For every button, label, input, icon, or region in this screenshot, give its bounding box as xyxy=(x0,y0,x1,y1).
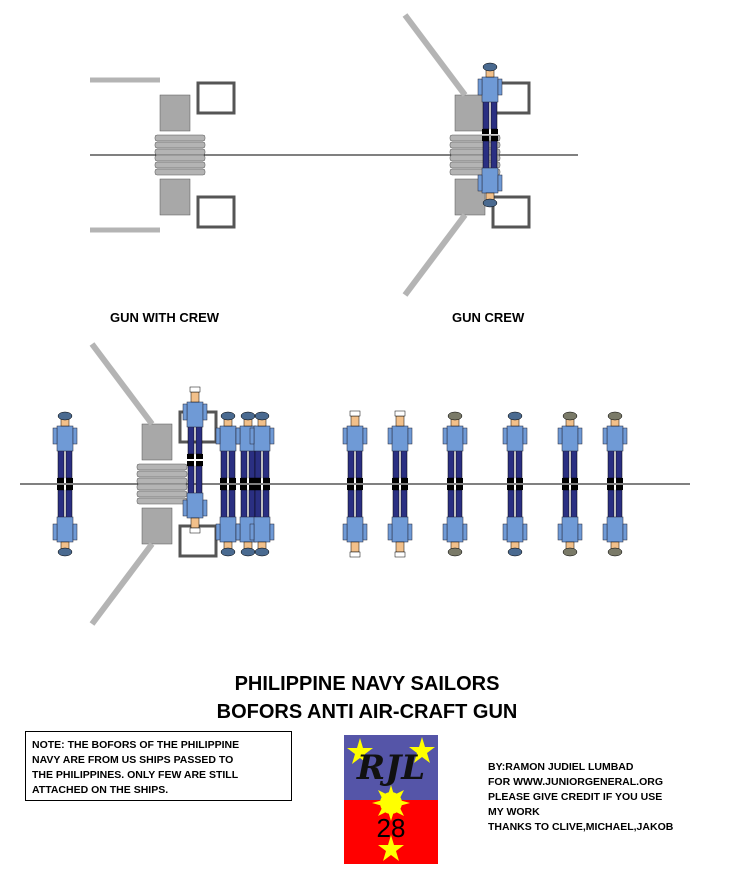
author-logo: RJL 28 xyxy=(344,735,438,864)
note-line: THE PHILIPPINES. ONLY FEW ARE STILL xyxy=(32,769,239,781)
spotter-sailor xyxy=(52,411,78,483)
crew-sailor xyxy=(215,485,241,557)
gun-with-crew-label: GUN WITH CREW xyxy=(110,310,220,325)
note-line: ATTACHED ON THE SHIPS. xyxy=(32,784,169,796)
bofors-gun xyxy=(90,77,236,156)
title-line-1: PHILIPPINE NAVY SAILORS xyxy=(234,673,500,695)
gun-crew-sailor xyxy=(477,136,503,208)
sailor-figure xyxy=(557,485,583,557)
logo-number: 28 xyxy=(377,813,406,843)
sailor-figure xyxy=(602,411,628,483)
sailor-figure xyxy=(387,485,413,558)
crew-sailor xyxy=(235,485,261,557)
note-line: NOTE: THE BOFORS OF THE PHILIPPINE xyxy=(32,739,240,751)
sailor-figure xyxy=(442,411,468,483)
spotter-sailor xyxy=(52,485,78,557)
gun-crew-label: GUN CREW xyxy=(452,310,525,325)
credit-line: THANKS TO CLIVE,MICHAEL,JAKOB xyxy=(488,821,674,833)
credit-line: BY:RAMON JUDIEL LUMBAD xyxy=(488,761,634,773)
logo-letters: RJL xyxy=(356,748,425,788)
sailor-figure xyxy=(387,410,413,483)
bofors-gun-crewed xyxy=(402,154,531,297)
bofors-gun-with-crew xyxy=(89,483,218,626)
sailor-figure xyxy=(342,410,368,483)
crew-sailor xyxy=(215,411,241,483)
note-box: NOTE: THE BOFORS OF THE PHILIPPINE NAVY … xyxy=(25,731,292,801)
gun-crew-sailor xyxy=(477,62,503,134)
sailor-figure xyxy=(502,411,528,483)
note-line: NAVY ARE FROM US SHIPS PASSED TO xyxy=(32,754,234,766)
crew-sailor xyxy=(249,485,275,557)
bofors-gun xyxy=(90,154,236,233)
sailor-figure xyxy=(442,485,468,557)
credit-line: PLEASE GIVE CREDIT IF YOU USE xyxy=(488,791,663,803)
bofors-gun-crewed xyxy=(402,13,531,156)
crew-sailor xyxy=(249,411,275,483)
sailor-figure xyxy=(557,411,583,483)
gun-loader-sailor xyxy=(182,386,208,459)
credit-line: FOR WWW.JUNIORGENERAL.ORG xyxy=(488,776,663,788)
sailor-figure xyxy=(342,485,368,558)
credits: BY:RAMON JUDIEL LUMBAD FOR WWW.JUNIORGEN… xyxy=(488,760,673,835)
gun-loader-sailor xyxy=(182,461,208,534)
credit-line: MY WORK xyxy=(488,806,540,818)
sailor-figure xyxy=(602,485,628,557)
sailor-figure xyxy=(502,485,528,557)
title-line-2: BOFORS ANTI AIR-CRAFT GUN xyxy=(216,701,518,723)
